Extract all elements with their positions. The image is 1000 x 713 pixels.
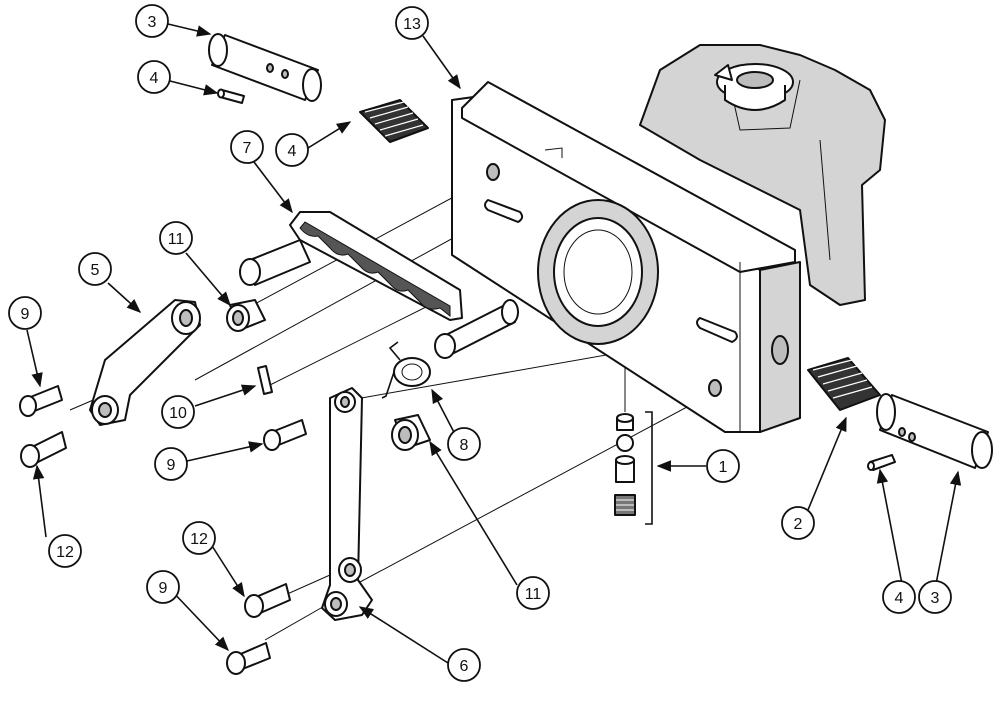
lever-assembly: [239, 211, 519, 359]
callout-6: 6: [447, 648, 481, 682]
callout-10: 10: [161, 395, 195, 429]
pin-top: [208, 33, 322, 102]
svg-text:4: 4: [895, 590, 904, 607]
callout-11-top: 11: [159, 221, 193, 255]
bolt-bottom-upper: [244, 583, 291, 618]
callout-9-mid: 9: [154, 447, 188, 481]
callout-3-right: 3: [918, 580, 952, 614]
callout-12-bottom: 12: [182, 521, 216, 555]
bolt-left-lower: [20, 431, 67, 468]
svg-text:11: 11: [168, 231, 185, 248]
lever-bottom: [321, 387, 373, 621]
leader-arrows: [26, 23, 962, 664]
svg-text:9: 9: [21, 306, 30, 323]
callout-1: 1: [706, 449, 740, 483]
callout-13: 13: [395, 6, 429, 40]
callout-12-left: 12: [48, 534, 82, 568]
svg-text:12: 12: [190, 531, 208, 548]
callout-4-right: 4: [882, 580, 916, 614]
bushing-top: [226, 299, 266, 332]
svg-text:2: 2: [794, 516, 803, 533]
bolt-bottom-lower: [226, 642, 271, 675]
torsion-spring: [381, 341, 431, 399]
svg-text:9: 9: [167, 457, 176, 474]
svg-text:11: 11: [525, 586, 542, 603]
svg-text:3: 3: [148, 14, 157, 31]
svg-text:9: 9: [159, 580, 168, 597]
callout-4-top: 4: [137, 60, 171, 94]
housing-assembly: [451, 44, 886, 433]
callout-11-bottom: 11: [516, 576, 550, 610]
lever-left: [89, 299, 201, 426]
callout-5: 5: [78, 252, 112, 286]
svg-text:6: 6: [460, 658, 469, 675]
roll-pin-right: [867, 454, 896, 471]
bushing-bottom: [391, 414, 431, 451]
callout-4-spring: 4: [275, 133, 309, 167]
spring-right: [807, 357, 881, 411]
svg-text:4: 4: [150, 70, 159, 87]
roll-pin-center: [257, 365, 273, 395]
bolt-left-upper: [19, 385, 63, 417]
detent-kit: [614, 411, 653, 525]
svg-text:13: 13: [403, 16, 421, 33]
svg-text:3: 3: [931, 590, 940, 607]
svg-text:4: 4: [288, 143, 297, 160]
callout-7: 7: [230, 130, 264, 164]
bolt-middle: [263, 419, 307, 451]
svg-text:10: 10: [169, 405, 187, 422]
callout-9-bottom: 9: [146, 570, 180, 604]
pin-right: [876, 393, 993, 469]
callout-8: 8: [447, 427, 481, 461]
callout-2: 2: [781, 506, 815, 540]
callout-9-top: 9: [8, 296, 42, 330]
roll-pin-top: [217, 88, 245, 104]
svg-text:12: 12: [56, 544, 74, 561]
svg-text:5: 5: [91, 262, 100, 279]
callout-3-top: 3: [135, 4, 169, 38]
spring-top: [359, 99, 429, 143]
svg-text:8: 8: [460, 437, 469, 454]
svg-text:7: 7: [243, 140, 252, 157]
svg-text:1: 1: [719, 459, 728, 476]
